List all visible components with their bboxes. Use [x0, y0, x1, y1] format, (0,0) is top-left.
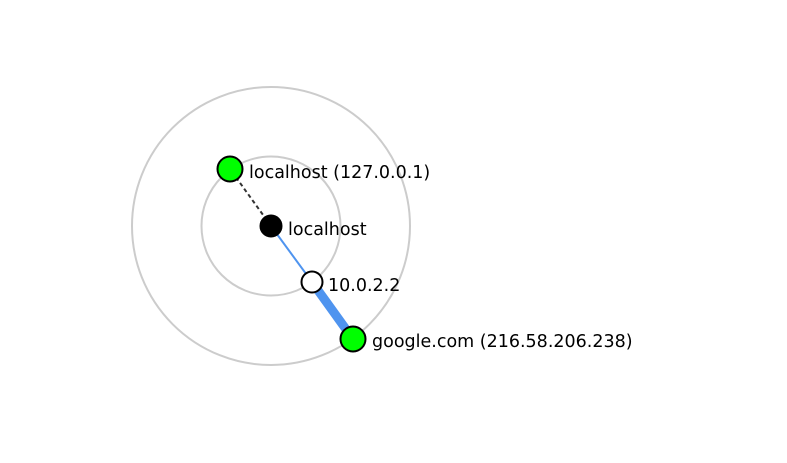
- node-localhost-ip-label: localhost (127.0.0.1): [249, 163, 430, 183]
- node-localhost-ip[interactable]: [216, 155, 244, 183]
- link-self-to-gateway: [270, 225, 313, 283]
- node-self[interactable]: [259, 214, 283, 238]
- node-google[interactable]: [339, 325, 367, 353]
- node-google-label: google.com (216.58.206.238): [372, 332, 633, 352]
- inner-hop-ring: [200, 155, 342, 297]
- outer-hop-ring: [131, 86, 411, 366]
- node-gateway[interactable]: [300, 270, 324, 294]
- node-gateway-label: 10.0.2.2: [328, 276, 400, 296]
- node-self-label: localhost: [288, 220, 367, 240]
